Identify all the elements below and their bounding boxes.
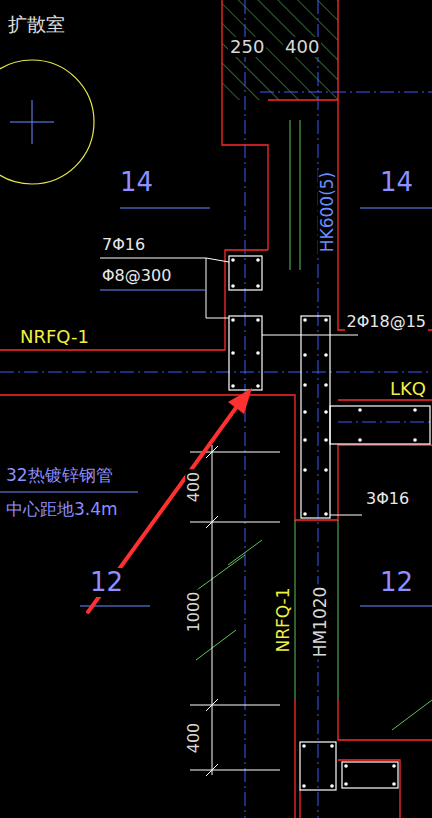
plan-label: 14: [378, 168, 415, 197]
rebar-dot: [324, 353, 328, 357]
vertical-label: 400: [185, 721, 203, 756]
rebar-dot: [256, 318, 260, 322]
rebar-dot: [324, 468, 328, 472]
rebar-dot: [303, 353, 307, 357]
rebar-dot: [413, 438, 417, 442]
rebar-dot: [302, 744, 306, 748]
rebar-dot: [231, 318, 235, 322]
rebar-dot: [303, 438, 307, 442]
rebar-dot: [231, 384, 235, 388]
rebar-dot: [330, 784, 334, 788]
plan-label: 3Φ16: [364, 490, 411, 508]
rebar-dot: [330, 744, 334, 748]
vertical-label: HK600(5): [318, 170, 337, 254]
plan-label: 12: [88, 568, 125, 597]
stirrups: [229, 256, 430, 790]
rebar-dot: [358, 408, 362, 412]
rebar-dot: [231, 351, 235, 355]
wall-lines: [190, 120, 432, 730]
vertical-label: 1000: [185, 590, 203, 635]
rebar-dot: [303, 410, 307, 414]
rebar-dot: [302, 784, 306, 788]
plan-label: Φ8@300: [100, 267, 173, 285]
plan-label: 32热镀锌钢管: [4, 466, 115, 485]
rebar-dots: [231, 258, 417, 788]
rebar-dot: [256, 284, 260, 288]
plan-label: 250: [228, 37, 266, 57]
rebar-dot: [392, 764, 396, 768]
rebar-dot: [324, 410, 328, 414]
vertical-label: 400: [185, 470, 203, 505]
text-underlines: [0, 208, 432, 606]
dimension-line: [190, 445, 280, 776]
rebar-dot: [392, 782, 396, 786]
rebar-dot: [231, 284, 235, 288]
circle-center: [10, 100, 54, 144]
rebar-dot: [413, 408, 417, 412]
plan-label: 2Φ18@15: [345, 313, 429, 331]
plan-label: 扩散室: [6, 14, 67, 35]
rebar-dot: [256, 351, 260, 355]
plan-label: 7Φ16: [100, 236, 147, 254]
plan-label: NRFQ-1: [18, 327, 91, 347]
plan-label: 中心距地3.4m: [4, 500, 120, 519]
rebar-dot: [344, 782, 348, 786]
rebar-dot: [256, 258, 260, 262]
plan-label: LKQ: [388, 379, 428, 399]
rebar-dot: [324, 438, 328, 442]
rebar-dot: [231, 258, 235, 262]
vertical-label: HM1020: [311, 585, 330, 660]
rebar-dot: [324, 318, 328, 322]
rebar-dot: [324, 383, 328, 387]
rebar-dot: [344, 764, 348, 768]
plan-label: 400: [283, 37, 321, 57]
rebar-dot: [256, 384, 260, 388]
rebar-dot: [358, 438, 362, 442]
plan-label: 14: [118, 168, 155, 197]
rebar-dot: [324, 512, 328, 516]
leader-lines: [100, 258, 362, 515]
plan-label: 12: [378, 568, 415, 597]
vertical-label: NRFQ-1: [274, 585, 293, 654]
rebar-dot: [303, 383, 307, 387]
pipe-circle: [0, 60, 94, 184]
wall-hatch: [222, 0, 338, 100]
rebar-dot: [303, 318, 307, 322]
rebar-dot: [303, 512, 307, 516]
rebar-dot: [303, 468, 307, 472]
